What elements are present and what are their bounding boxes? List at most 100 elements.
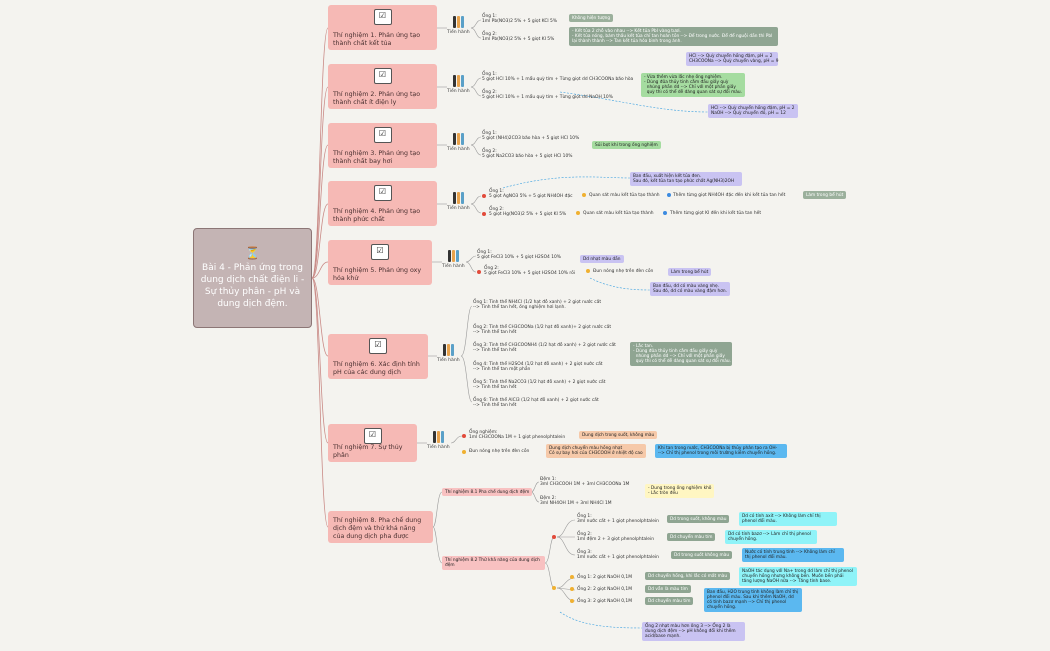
tube-node[interactable]: Ống 1: 5 giọt HCl 10% + 1 mẩu quỳ tím + … — [482, 72, 634, 83]
explanation-box[interactable]: NaOH tác dụng với Na+ trong dd làm chỉ t… — [739, 567, 857, 586]
result-box[interactable]: Dung dịch trong suốt, không màu — [579, 431, 658, 440]
result-box[interactable]: Làm trong bể hút — [803, 191, 847, 200]
result-box[interactable]: HCl --> Quỳ chuyển hồng đậm, pH = 2 NaOH… — [708, 104, 798, 118]
sub-experiment-8-2[interactable]: Thí nghiệm 8.2 Thử khả năng của dung dịc… — [442, 556, 545, 570]
step-node[interactable]: Quan sát màu kết tủa tạo thành — [583, 211, 654, 216]
procedure-node[interactable]: Tiến hành — [447, 133, 470, 152]
result-box[interactable]: Dung dịch chuyển màu hồng nhạt Có sự bay… — [546, 444, 646, 458]
test-tubes-icon — [447, 192, 470, 204]
tube-node[interactable]: Ống 3: Tinh thể CH3COONH4 (1/2 hạt đỗ xa… — [473, 343, 616, 354]
experiment-4-topic[interactable]: ☑Thí nghiệm 4. Phản ứng tạo thành phức c… — [328, 181, 437, 226]
tube-node[interactable]: Ống 3: 2 giọt NaOH 0,1M — [577, 599, 632, 604]
test-tubes-icon — [442, 250, 465, 262]
procedure-label: Tiến hành — [427, 445, 450, 450]
step-icon — [667, 193, 671, 197]
procedure-node[interactable]: Tiến hành — [447, 16, 470, 35]
procedure-node[interactable]: Tiến hành — [447, 75, 470, 94]
sub-experiment-8-1[interactable]: Thí nghiệm 8.1 Pha chế dung dịch đệm — [442, 488, 533, 497]
tube-node[interactable]: Ống 1: 2 giọt NaOH 0,1M — [577, 575, 632, 580]
buffer-node[interactable]: Đệm 1: 3ml CH3COOH 1M + 3ml CH3COONa 1M — [540, 477, 630, 488]
result-box[interactable]: Làm trong bể hút — [668, 268, 712, 277]
tube-node[interactable]: Ống 2: 1ml đệm 2 + 3 giọt phenolphtalein — [577, 532, 654, 543]
step-node[interactable]: Thêm từng giọt KI đến khi kết tủa tan hế… — [670, 211, 762, 216]
tube-node[interactable]: Ống 1: 5 giọt AgNO3 5% + 5 giọt NH4OH đặ… — [489, 189, 573, 200]
experiment-6-topic[interactable]: ☑Thí nghiệm 6. Xác định tính pH của các … — [328, 334, 428, 379]
step-icon — [582, 193, 586, 197]
test-tubes-icon — [427, 431, 450, 443]
checklist-icon: ☑ — [373, 127, 392, 143]
explanation-box[interactable]: Dd có tính bazơ --> Làm chỉ thị phenol c… — [725, 530, 817, 544]
tube-node[interactable]: Ống 1: 3ml nước cất + 1 giọt phenolphtal… — [577, 514, 659, 525]
experiment-5-topic[interactable]: ☑Thí nghiệm 5. Phản ứng oxy hóa khử — [328, 240, 432, 285]
explanation-box[interactable]: Khi tan trong nước, CH3COONa bị thủy phâ… — [655, 444, 787, 458]
checklist-icon: ☑ — [363, 428, 382, 444]
buffer-node[interactable]: Đệm 2: 3ml NH4OH 1M + 3ml NH4Cl 1M — [540, 496, 612, 507]
priority-2-icon — [482, 212, 486, 216]
tube-node[interactable]: Ống 2: Tinh thể CH3COONa (1/2 hạt đỗ xan… — [473, 325, 612, 336]
experiment-1-topic[interactable]: ☑Thí nghiệm 1. Phản ứng tạo thành chất k… — [328, 5, 437, 50]
root-topic[interactable]: ⏳ Bài 4 - Phản ứng trong dung dịch chất … — [193, 228, 312, 328]
explanation-box[interactable]: Nước có tính trung tính --> Không làm ch… — [742, 548, 844, 562]
procedure-node[interactable]: Tiến hành — [437, 344, 460, 363]
tube-node[interactable]: Ống 4: Tinh thể H2SO4 (1/2 hạt đỗ xanh) … — [473, 362, 603, 373]
experiment-7-topic[interactable]: ☑Thí nghiệm 7. Sự thủy phân — [328, 424, 417, 462]
observation-box[interactable]: Dd chuyển hồng, khi lắc có mất màu — [645, 572, 731, 581]
tube-node[interactable]: Ống 2: 1ml Pb(NO3)2 5% + 5 giọt KI 5% — [482, 32, 555, 43]
result-box[interactable]: HCl --> Quỳ chuyển hồng đậm, pH = 2 CH3C… — [686, 52, 779, 66]
explanation-box[interactable]: Ban đầu, H2O trung tính không làm chỉ th… — [704, 588, 802, 613]
tube-node[interactable]: Ống 5: Tinh thể Na2CO3 (1/2 hạt đỗ xanh)… — [473, 380, 606, 391]
tube-node[interactable]: Ống 2: 5 giọt Na2CO3 bão hòa + 5 giọt HC… — [482, 149, 573, 160]
result-box[interactable]: Sủi bọt khí trong ống nghiệm — [592, 141, 661, 150]
step-node[interactable]: Đun nóng nhẹ trên đèn cồn — [593, 269, 654, 274]
note-box[interactable]: - Dung trong ống nghiệm khô - Lắc tròn đ… — [645, 484, 715, 498]
observation-box[interactable]: Dd chuyển màu tím — [667, 533, 716, 542]
step-node[interactable]: Đun nóng nhẹ trên đèn cồn — [469, 449, 530, 454]
explanation-box[interactable]: Dd có tính axit --> Không làm chỉ thị ph… — [739, 512, 837, 526]
tube-node[interactable]: Ống 1: 5 giọt (NH4)2CO3 bão hòa + 5 giọt… — [482, 131, 580, 142]
test-tubes-icon — [447, 16, 470, 28]
tube-node[interactable]: Ống 2: 5 giọt HCl 10% + 1 mẩu quỳ tím + … — [482, 90, 613, 101]
test-tubes-icon — [437, 344, 460, 356]
observation-box[interactable]: Dd trong suốt, không màu — [667, 515, 730, 524]
result-box[interactable]: Dd nhạt màu dần — [580, 255, 624, 264]
conclusion-box[interactable]: Ống 2 nhạt màu hơn ống 3 --> Ống 2 là du… — [642, 622, 745, 641]
procedure-label: Tiến hành — [437, 358, 460, 363]
tube-node[interactable]: Ống 1: 5 giọt FeCl3 10% + 5 giọt H2SO4 1… — [477, 250, 561, 261]
procedure-node[interactable]: Tiến hành — [447, 192, 470, 211]
priority-1-icon — [552, 535, 556, 539]
experiment-title: Thí nghiệm 2. Phản ứng tạo thành chất ít… — [333, 91, 421, 106]
tube-node[interactable]: Ống 2: 5 giọt FeCl3 10% + 5 giọt H2SO4 1… — [484, 266, 576, 277]
tube-node[interactable]: Ống 2: 2 giọt NaOH 0,1M — [577, 587, 632, 592]
procedure-label: Tiến hành — [447, 147, 470, 152]
procedure-label: Tiến hành — [442, 264, 465, 269]
tube-node[interactable]: Ống 1: Tinh thể NH4Cl (1/2 hạt đỗ xanh) … — [473, 300, 602, 311]
experiment-8-topic[interactable]: Thí nghiệm 8. Pha chế dung dịch đệm và t… — [328, 511, 433, 543]
note-box[interactable]: - Vừa thêm vừa lắc nhẹ ống nghiệm. - Dùn… — [641, 73, 745, 98]
note-box[interactable]: - Lắc tan. - Dùng đũa thủy tinh cắm đầu … — [630, 342, 732, 367]
result-box[interactable]: - Kết tủa 2 chỗ vào nhau --> Kết tủa PbI… — [569, 27, 778, 46]
observation-box[interactable]: Dd chuyển màu tím — [645, 597, 694, 606]
hourglass-icon: ⏳ — [245, 246, 260, 260]
tube-node[interactable]: Ống 6: Tinh thể AlCl3 (1/2 hạt đỗ xanh) … — [473, 398, 599, 409]
priority-2-icon — [552, 586, 556, 590]
step-node[interactable]: Quan sát màu kết tủa tạo thành — [589, 193, 660, 198]
observation-box[interactable]: Dd vẫn là màu tím — [645, 585, 691, 594]
experiment-title: Thí nghiệm 3. Phản ứng tạo thành chất ba… — [333, 150, 421, 165]
experiment-3-topic[interactable]: ☑ Thí nghiệm 3. Phản ứng tạo thành chất b… — [328, 123, 437, 168]
tube-node[interactable]: Ống nghiệm: 1ml CH3COONa 1M + 1 giọt phe… — [469, 430, 566, 441]
result-box[interactable]: Không hiện tượng — [569, 14, 614, 23]
tube-node[interactable]: Ống 1: 1ml Pb(NO3)2 5% + 5 giọt KCl 5% — [482, 14, 557, 25]
step-node[interactable]: Thêm từng giọt NH4OH đặc đến khi kết tủa… — [673, 193, 786, 198]
tube-node[interactable]: Ống 3: 1ml nước cất + 1 giọt phenolphtal… — [577, 550, 659, 561]
step-icon — [570, 575, 574, 579]
result-box[interactable]: Ban đầu, dd có màu vàng nhẹ. Sau đó, dd … — [650, 282, 730, 296]
checklist-icon: ☑ — [369, 338, 387, 354]
procedure-node[interactable]: Tiến hành — [442, 250, 465, 269]
result-box[interactable]: Ban đầu, xuất hiện kết tủa đen. Sau đó, … — [630, 172, 742, 186]
experiment-title: Thí nghiệm 1. Phản ứng tạo thành chất kế… — [333, 32, 421, 47]
tube-node[interactable]: Ống 2: 5 giọt Hg(NO3)2 5% + 5 giọt KI 5% — [489, 207, 567, 218]
procedure-node[interactable]: Tiến hành — [427, 431, 450, 450]
test-tubes-icon — [447, 133, 470, 145]
observation-box[interactable]: Dd trong suốt không màu — [671, 551, 733, 560]
experiment-2-topic[interactable]: ☑Thí nghiệm 2. Phản ứng tạo thành chất í… — [328, 64, 437, 109]
